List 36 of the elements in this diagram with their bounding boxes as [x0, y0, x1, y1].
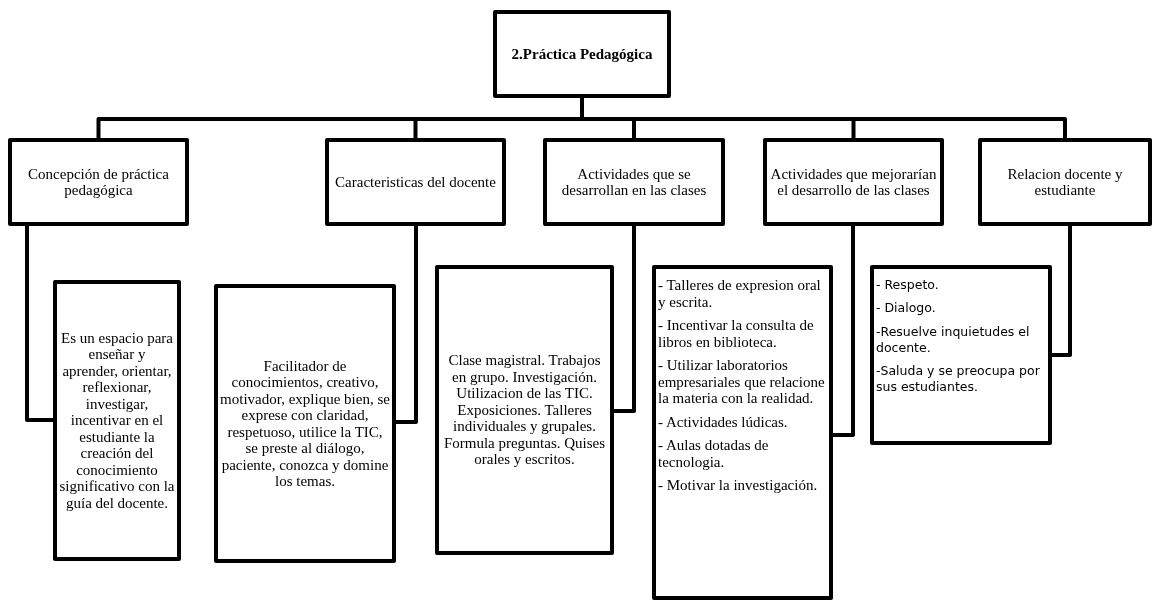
- node-text: Relacion docente y estudiante: [1006, 165, 1124, 199]
- node-text: - Actividades lúdicas.: [658, 413, 789, 430]
- node-text: Facilitador de conocimientos, creativo, motivador, explique bien, se exprese con claridad, respetuoso, utilice la TIC, se preste al diálogo, paciente, conozca y domine los temas.: [220, 357, 390, 490]
- connector-line: [25, 226, 53, 422]
- connector-line: [580, 98, 1067, 138]
- category-box: [763, 138, 944, 226]
- title-box: [493, 10, 671, 98]
- category-box: [543, 138, 725, 226]
- category-box: [978, 138, 1152, 226]
- node-text: - Incentivar la consulta de libros en biblioteca.: [658, 317, 815, 350]
- category-box: [8, 138, 189, 226]
- node-text: Clase magistral. Trabajos en grupo. Investigación. Utilizacion de las TIC. Exposiciones. Talleres individuales y grupales. Formula preguntas. Quises orales y escritos.: [442, 352, 607, 468]
- list-box: [652, 265, 833, 600]
- node-text: - Dialogo.: [876, 300, 937, 317]
- description-box: [435, 265, 614, 555]
- connector-line: [833, 226, 855, 437]
- node-text: 2.Práctica Pedagógica: [510, 45, 654, 63]
- list-box: [870, 265, 1052, 445]
- node-text: - Motivar la investigación.: [658, 477, 819, 494]
- node-text: - Aulas dotadas de tecnologia.: [658, 437, 770, 470]
- connector-line: [1052, 226, 1072, 357]
- node-text: -Resuelve inquietudes el docente.: [876, 323, 1031, 356]
- node-text: -Saluda y se preocupa por sus estudiantes.: [876, 363, 1041, 396]
- node-text: Actividades que se desarrollan en las clases: [560, 165, 708, 199]
- connector-line: [396, 226, 418, 424]
- node-text: - Talleres de expresion oral y escrita.: [658, 277, 822, 310]
- node-text: - Respeto.: [876, 277, 940, 294]
- description-box: [214, 284, 396, 563]
- node-text: Es un espacio para enseñar y aprender, orientar, reflexionar, investigar, incentivar en el estudiante la creación del conocimiento significativo con la guía del docente.: [59, 329, 175, 512]
- node-text: Concepción de práctica pedagógica: [27, 165, 170, 199]
- node-text: Caracteristicas del docente: [334, 173, 497, 191]
- connector-line: [614, 226, 636, 413]
- node-text: - Utilizar laboratorios empresariales que relacione la materia con la realidad.: [658, 357, 826, 407]
- category-box: [325, 138, 506, 226]
- description-box: [53, 280, 181, 561]
- node-text: Actividades que mejorarían el desarrollo de las clases: [769, 165, 938, 199]
